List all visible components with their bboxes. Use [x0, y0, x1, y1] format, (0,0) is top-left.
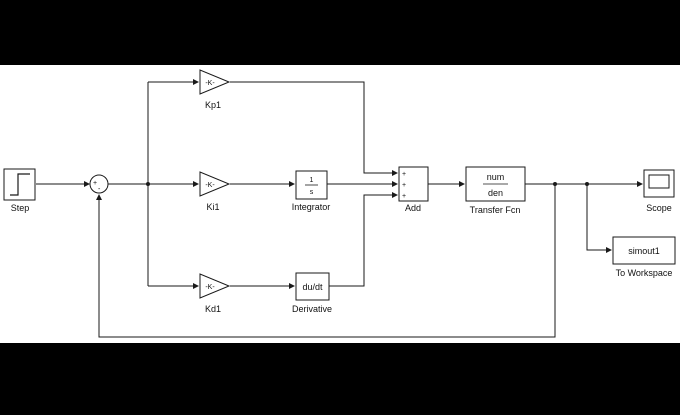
integrator-numerator: 1: [310, 177, 314, 184]
ki1-label: Ki1: [206, 202, 219, 212]
integrator-block[interactable]: 1 s Integrator: [292, 170, 331, 212]
transfer-fcn-denominator: den: [488, 188, 503, 198]
derivative-text: du/dt: [302, 282, 323, 292]
integrator-label: Integrator: [292, 202, 331, 212]
scope-block[interactable]: Scope: [643, 169, 675, 213]
arrowhead-ki1: [193, 181, 199, 187]
wire-to-workspace: [586, 184, 607, 251]
transfer-fcn-block[interactable]: num den Transfer Fcn: [465, 166, 526, 215]
step-block[interactable]: Step: [3, 168, 36, 213]
canvas: [0, 65, 680, 343]
kd1-gain-text: -K-: [205, 284, 215, 291]
add-block[interactable]: + + + Add: [398, 166, 429, 213]
to-workspace-block[interactable]: simout1 To Workspace: [612, 236, 676, 278]
add-label: Add: [405, 203, 421, 213]
arrowhead-sum-input: [84, 181, 90, 187]
wire-derivative-to-add: [329, 194, 393, 287]
signal-lines: [36, 79, 643, 338]
scope-screen-icon: [648, 174, 670, 189]
sum-block[interactable]: + -: [89, 174, 109, 194]
arrowhead-kd1: [193, 283, 199, 289]
add-sign-1: +: [402, 171, 406, 178]
ki1-gain-text: -K-: [205, 182, 215, 189]
arrowhead-integrator: [289, 181, 295, 187]
kd1-label: Kd1: [205, 304, 221, 314]
ki1-gain-block[interactable]: -K- Ki1: [199, 171, 231, 212]
derivative-block[interactable]: du/dt Derivative: [292, 272, 332, 314]
kp1-gain-block[interactable]: -K- Kp1: [199, 69, 231, 110]
arrowhead-feedback: [96, 194, 102, 200]
transfer-fcn-numerator: num: [487, 172, 505, 182]
derivative-label: Derivative: [292, 304, 332, 314]
sum-minus-sign: -: [98, 186, 101, 193]
kp1-label: Kp1: [205, 100, 221, 110]
sum-plus-sign: +: [93, 180, 97, 187]
step-label: Step: [11, 203, 30, 213]
add-sign-2: +: [402, 182, 406, 189]
arrowhead-scope: [637, 181, 643, 187]
arrowhead-kp1: [193, 79, 199, 85]
wire-kp1-to-add: [230, 81, 393, 174]
arrowhead-workspace: [606, 247, 612, 253]
arrowhead-add-3: [392, 192, 398, 198]
arrowhead-add-1: [392, 170, 398, 176]
arrowhead-tf: [459, 181, 465, 187]
integrator-denominator: s: [310, 189, 314, 196]
scope-label: Scope: [646, 203, 672, 213]
step-icon: [10, 173, 30, 196]
arrowhead-add-2: [392, 181, 398, 187]
add-sign-3: +: [402, 193, 406, 200]
kp1-gain-text: -K-: [205, 80, 215, 87]
wire-feedback: [98, 184, 556, 338]
transfer-fcn-label: Transfer Fcn: [470, 205, 521, 215]
arrowhead-derivative: [289, 283, 295, 289]
kd1-gain-block[interactable]: -K- Kd1: [199, 273, 231, 314]
to-workspace-label: To Workspace: [616, 268, 673, 278]
to-workspace-variable: simout1: [628, 246, 660, 256]
